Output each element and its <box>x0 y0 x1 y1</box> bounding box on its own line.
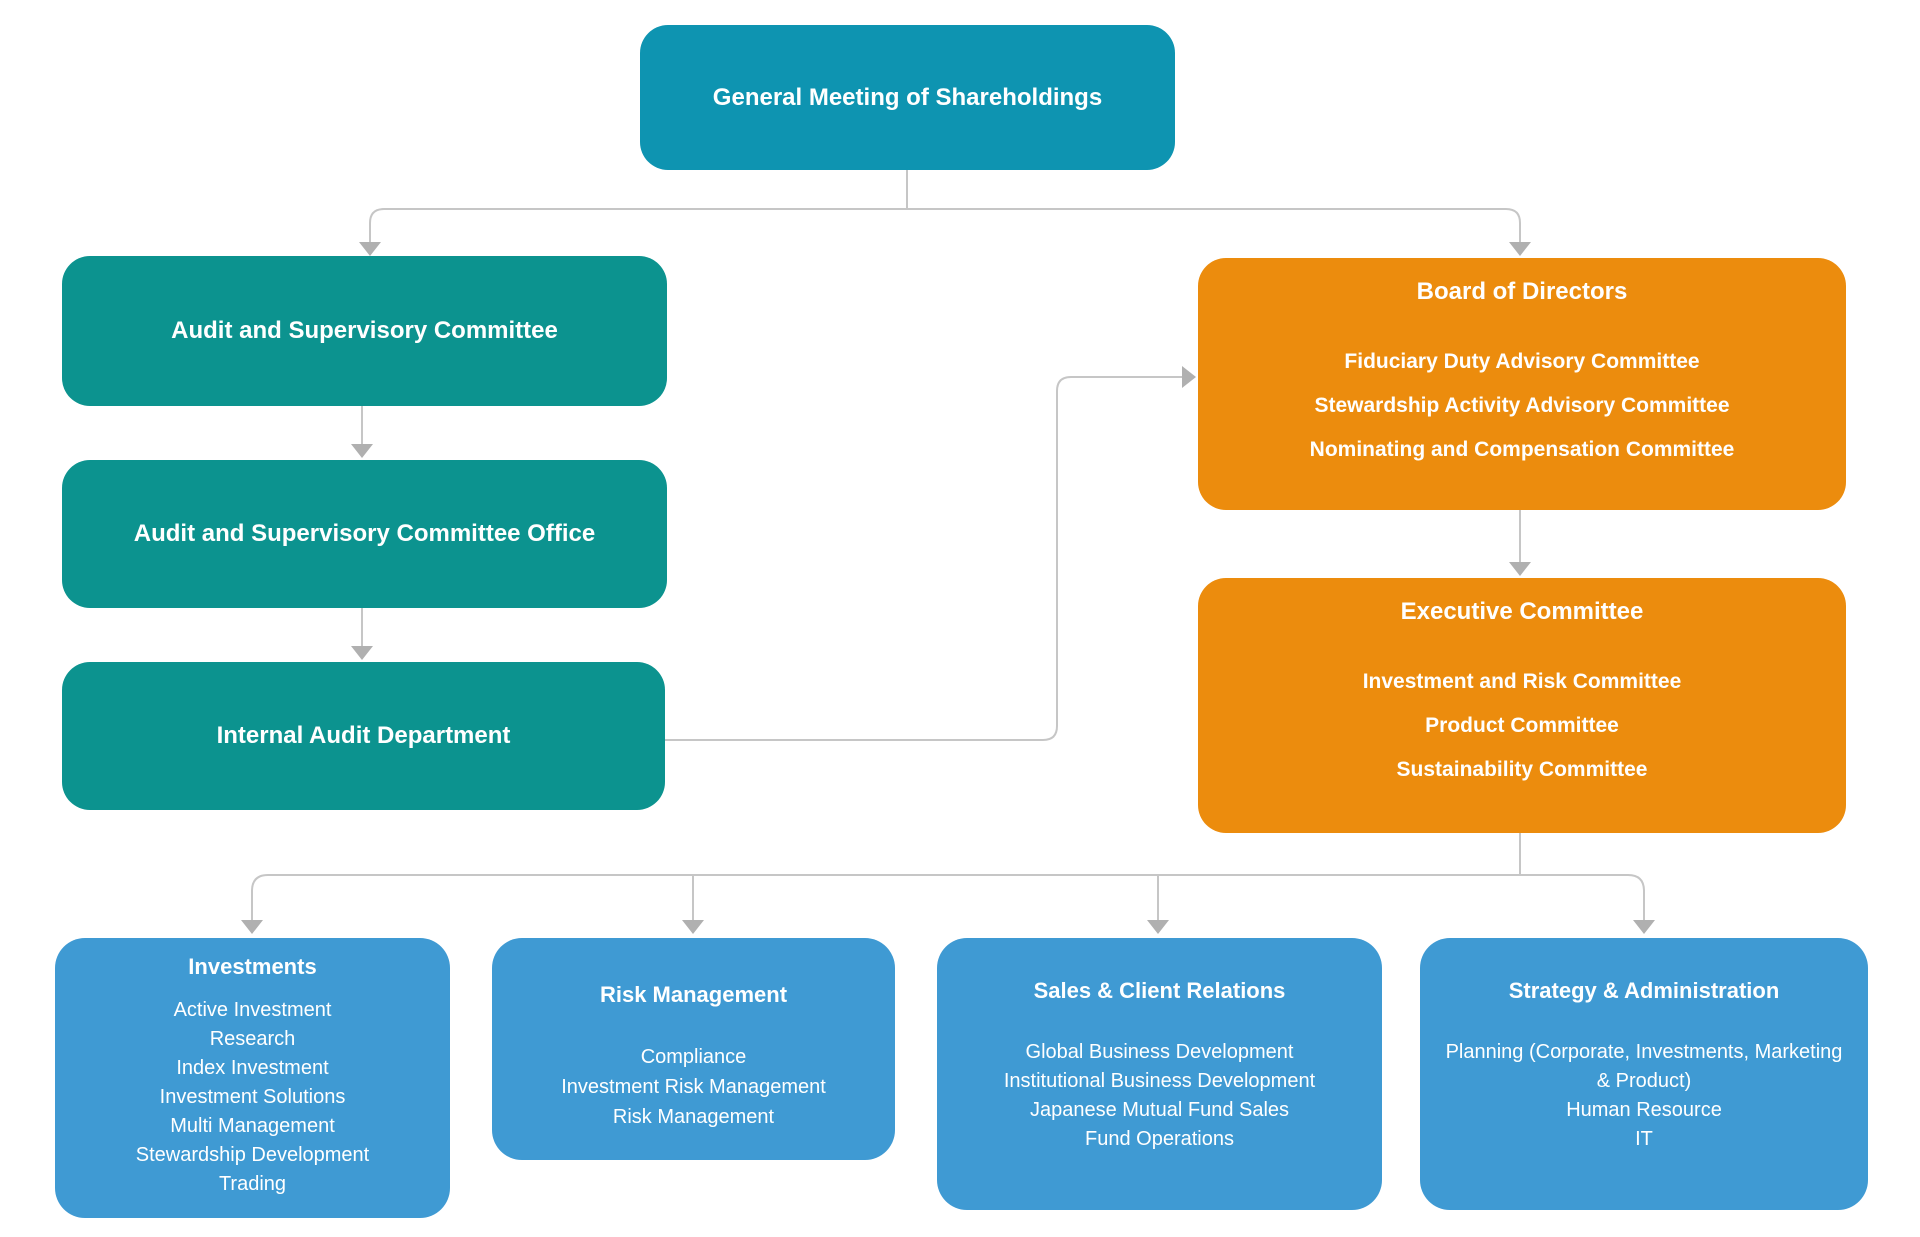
list-item: Japanese Mutual Fund Sales <box>1029 1099 1290 1121</box>
node-sales-client-relations: Sales & Client Relations Global Business… <box>937 938 1382 1210</box>
arrowhead-down-board <box>1509 242 1531 256</box>
list-item: Active Investment <box>173 999 332 1021</box>
node-title: Strategy & Administration <box>1508 978 1780 1003</box>
connector-internal-to-board <box>665 376 1184 741</box>
list-item: Multi Management <box>170 1115 335 1137</box>
list-item: IT <box>1635 1128 1653 1150</box>
list-item: Global Business Development <box>1025 1041 1294 1063</box>
list-item: Fiduciary Duty Advisory Committee <box>1344 350 1700 373</box>
arrowhead-down-internal <box>351 646 373 660</box>
node-strategy-administration: Strategy & Administration Planning (Corp… <box>1420 938 1868 1210</box>
node-item-list: Global Business Development Institutiona… <box>937 1038 1382 1154</box>
list-item: Stewardship Development <box>135 1144 370 1166</box>
list-item: Fund Operations <box>1085 1128 1234 1150</box>
list-item: Risk Management <box>612 1106 775 1128</box>
list-item: Nominating and Compensation Committee <box>1309 438 1735 461</box>
node-title: Audit and Supervisory Committee Office <box>133 520 596 547</box>
arrowhead-right-board <box>1182 366 1196 388</box>
list-item: Investment Risk Management <box>561 1076 826 1098</box>
arrowhead-down-audit <box>359 242 381 256</box>
list-item: Stewardship Activity Advisory Committee <box>1314 394 1730 417</box>
node-investments: Investments Active Investment Research I… <box>55 938 450 1218</box>
node-title: Audit and Supervisory Committee <box>171 317 558 344</box>
node-audit-supervisory-committee-office: Audit and Supervisory Committee Office <box>62 460 667 608</box>
list-item: Index Investment <box>176 1057 329 1079</box>
node-item-list: Investment and Risk Committee Product Co… <box>1198 660 1846 792</box>
arrowhead-down-office <box>351 444 373 458</box>
list-item: Trading <box>218 1173 287 1195</box>
list-item: Planning (Corporate, Investments, Market… <box>1445 1041 1843 1092</box>
node-title: Internal Audit Department <box>216 722 511 749</box>
node-audit-supervisory-committee: Audit and Supervisory Committee <box>62 256 667 406</box>
list-item: Investment and Risk Committee <box>1362 670 1682 693</box>
node-general-meeting: General Meeting of Shareholdings <box>640 25 1175 170</box>
list-item: Product Committee <box>1425 714 1619 737</box>
arrowhead-down-risk <box>682 920 704 934</box>
node-executive-committee: Executive Committee Investment and Risk … <box>1198 578 1846 833</box>
node-item-list: Active Investment Research Index Investm… <box>55 996 450 1199</box>
node-item-list: Compliance Investment Risk Management Ri… <box>492 1042 895 1132</box>
arrowhead-down-strategy <box>1633 920 1655 934</box>
node-title: Executive Committee <box>1400 598 1644 625</box>
arrowhead-down-investments <box>241 920 263 934</box>
arrowhead-down-executive <box>1509 562 1531 576</box>
node-internal-audit-department: Internal Audit Department <box>62 662 665 810</box>
node-title: Sales & Client Relations <box>1033 978 1286 1003</box>
node-risk-management: Risk Management Compliance Investment Ri… <box>492 938 895 1160</box>
list-item: Human Resource <box>1566 1099 1722 1121</box>
connector-bottom-split <box>251 874 1645 924</box>
list-item: Compliance <box>640 1046 747 1068</box>
arrowhead-down-sales <box>1147 920 1169 934</box>
connector-top-split <box>369 208 1521 246</box>
node-title: Investments <box>188 954 317 979</box>
node-title: Board of Directors <box>1416 278 1628 305</box>
list-item: Institutional Business Development <box>1003 1070 1316 1092</box>
node-title: Risk Management <box>599 982 788 1007</box>
list-item: Investment Solutions <box>159 1086 346 1108</box>
node-item-list: Planning (Corporate, Investments, Market… <box>1420 1038 1868 1154</box>
list-item: Research <box>209 1028 296 1050</box>
node-board-of-directors: Board of Directors Fiduciary Duty Adviso… <box>1198 258 1846 510</box>
list-item: Sustainability Committee <box>1396 758 1648 781</box>
node-title: General Meeting of Shareholdings <box>712 83 1103 111</box>
node-item-list: Fiduciary Duty Advisory Committee Stewar… <box>1198 340 1846 472</box>
